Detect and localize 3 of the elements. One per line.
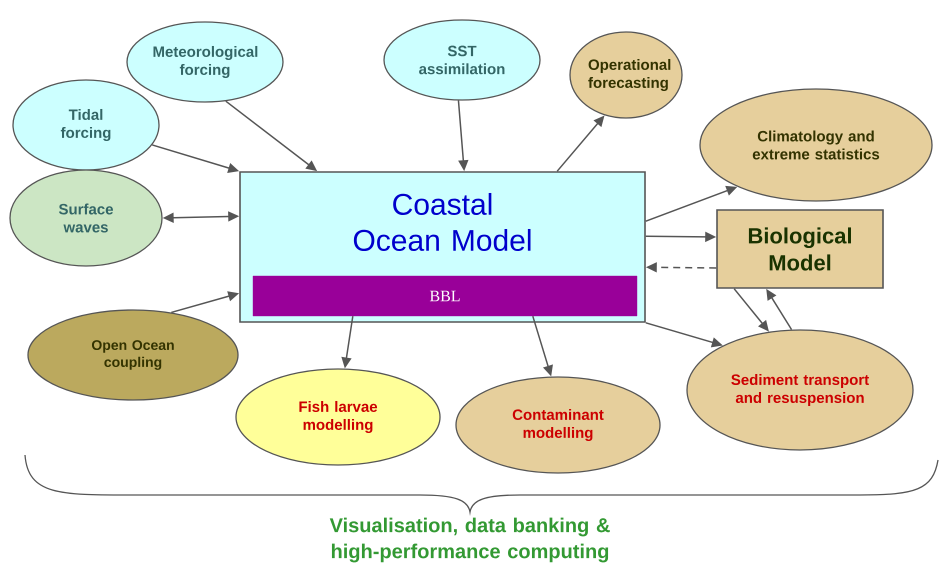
layer-band: BBL [252, 276, 638, 316]
caption: Visualisation, data banking & high-performance computing [330, 518, 610, 562]
model-box: Biological Model [716, 209, 884, 289]
